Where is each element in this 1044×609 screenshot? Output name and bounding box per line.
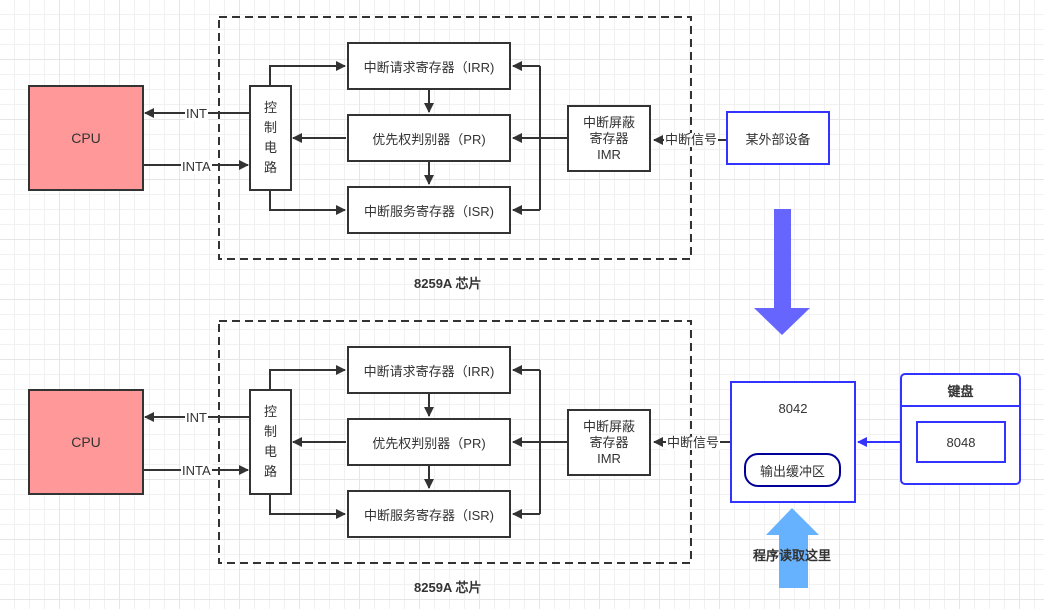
pr-box-top[interactable]: 优先权判别器（PR) [347,114,511,162]
output-buffer-label: 输出缓冲区 [759,463,825,479]
keyboard-title: 键盘 [902,375,1019,407]
cpu-label: CPU [71,130,101,146]
control-char: 路 [263,160,277,175]
imr-line: 寄存器 [589,130,629,146]
ctrl-to-isr-top [269,190,346,215]
control-char: 制 [263,120,277,135]
control-char: 电 [263,140,277,155]
cpu-label: CPU [71,434,101,450]
imr-line: 中断屏蔽 [582,114,635,130]
signal-label-top: 中断信号 [664,132,719,147]
imr-line: IMR [597,450,621,466]
inta-label-top: INTA [181,159,212,174]
chip-caption-top: 8259A 芯片 [414,276,482,291]
control-char: 电 [263,444,277,459]
chip-8048-box[interactable]: 8048 [916,421,1006,463]
isr-label: 中断服务寄存器（ISR) [363,507,494,523]
int-label-top: INT [185,106,208,121]
pr-label: 优先权判别器（PR) [372,435,486,451]
control-char: 路 [263,464,277,479]
irr-label: 中断请求寄存器（IRR) [363,59,495,75]
external-device-box[interactable]: 某外部设备 [726,111,830,165]
cpu-box-bottom[interactable]: CPU [28,389,144,495]
inta-label-bottom: INTA [181,463,212,478]
chip-8048-label: 8048 [946,434,976,450]
isr-box-top[interactable]: 中断服务寄存器（ISR) [347,186,511,234]
control-circuit-bottom[interactable]: 控 制 电 路 [249,389,292,495]
down-arrow [754,209,810,335]
ctrl-to-irr-top [269,61,346,85]
imr-box-bottom[interactable]: 中断屏蔽 寄存器 IMR [567,409,651,476]
chip-caption-bottom: 8259A 芯片 [414,580,482,595]
output-buffer[interactable]: 输出缓冲区 [744,453,841,487]
pr-label: 优先权判别器（PR) [372,131,486,147]
control-char: 制 [263,424,277,439]
imr-line: 中断屏蔽 [582,418,635,434]
imr-line: IMR [597,146,621,162]
isr-box-bottom[interactable]: 中断服务寄存器（ISR) [347,490,511,538]
control-char: 控 [263,100,277,115]
control-char: 控 [263,404,277,419]
ctrl-to-isr-bottom [269,495,346,519]
up-arrow [766,508,819,588]
imr-box-top[interactable]: 中断屏蔽 寄存器 IMR [567,105,651,172]
cpu-box-top[interactable]: CPU [28,85,144,191]
irr-box-top[interactable]: 中断请求寄存器（IRR) [347,42,511,90]
int-label-bottom: INT [185,410,208,425]
irr-label: 中断请求寄存器（IRR) [363,363,495,379]
ctrl-to-irr-bottom [269,365,346,390]
irr-box-bottom[interactable]: 中断请求寄存器（IRR) [347,346,511,394]
read-note: 程序读取这里 [753,548,832,563]
controller-label: 8042 [778,401,808,416]
isr-label: 中断服务寄存器（ISR) [363,203,494,219]
signal-label-bottom: 中断信号 [666,435,721,450]
pr-box-bottom[interactable]: 优先权判别器（PR) [347,418,511,466]
control-circuit-top[interactable]: 控 制 电 路 [249,85,292,191]
imr-line: 寄存器 [589,434,629,450]
device-label: 某外部设备 [745,131,811,147]
